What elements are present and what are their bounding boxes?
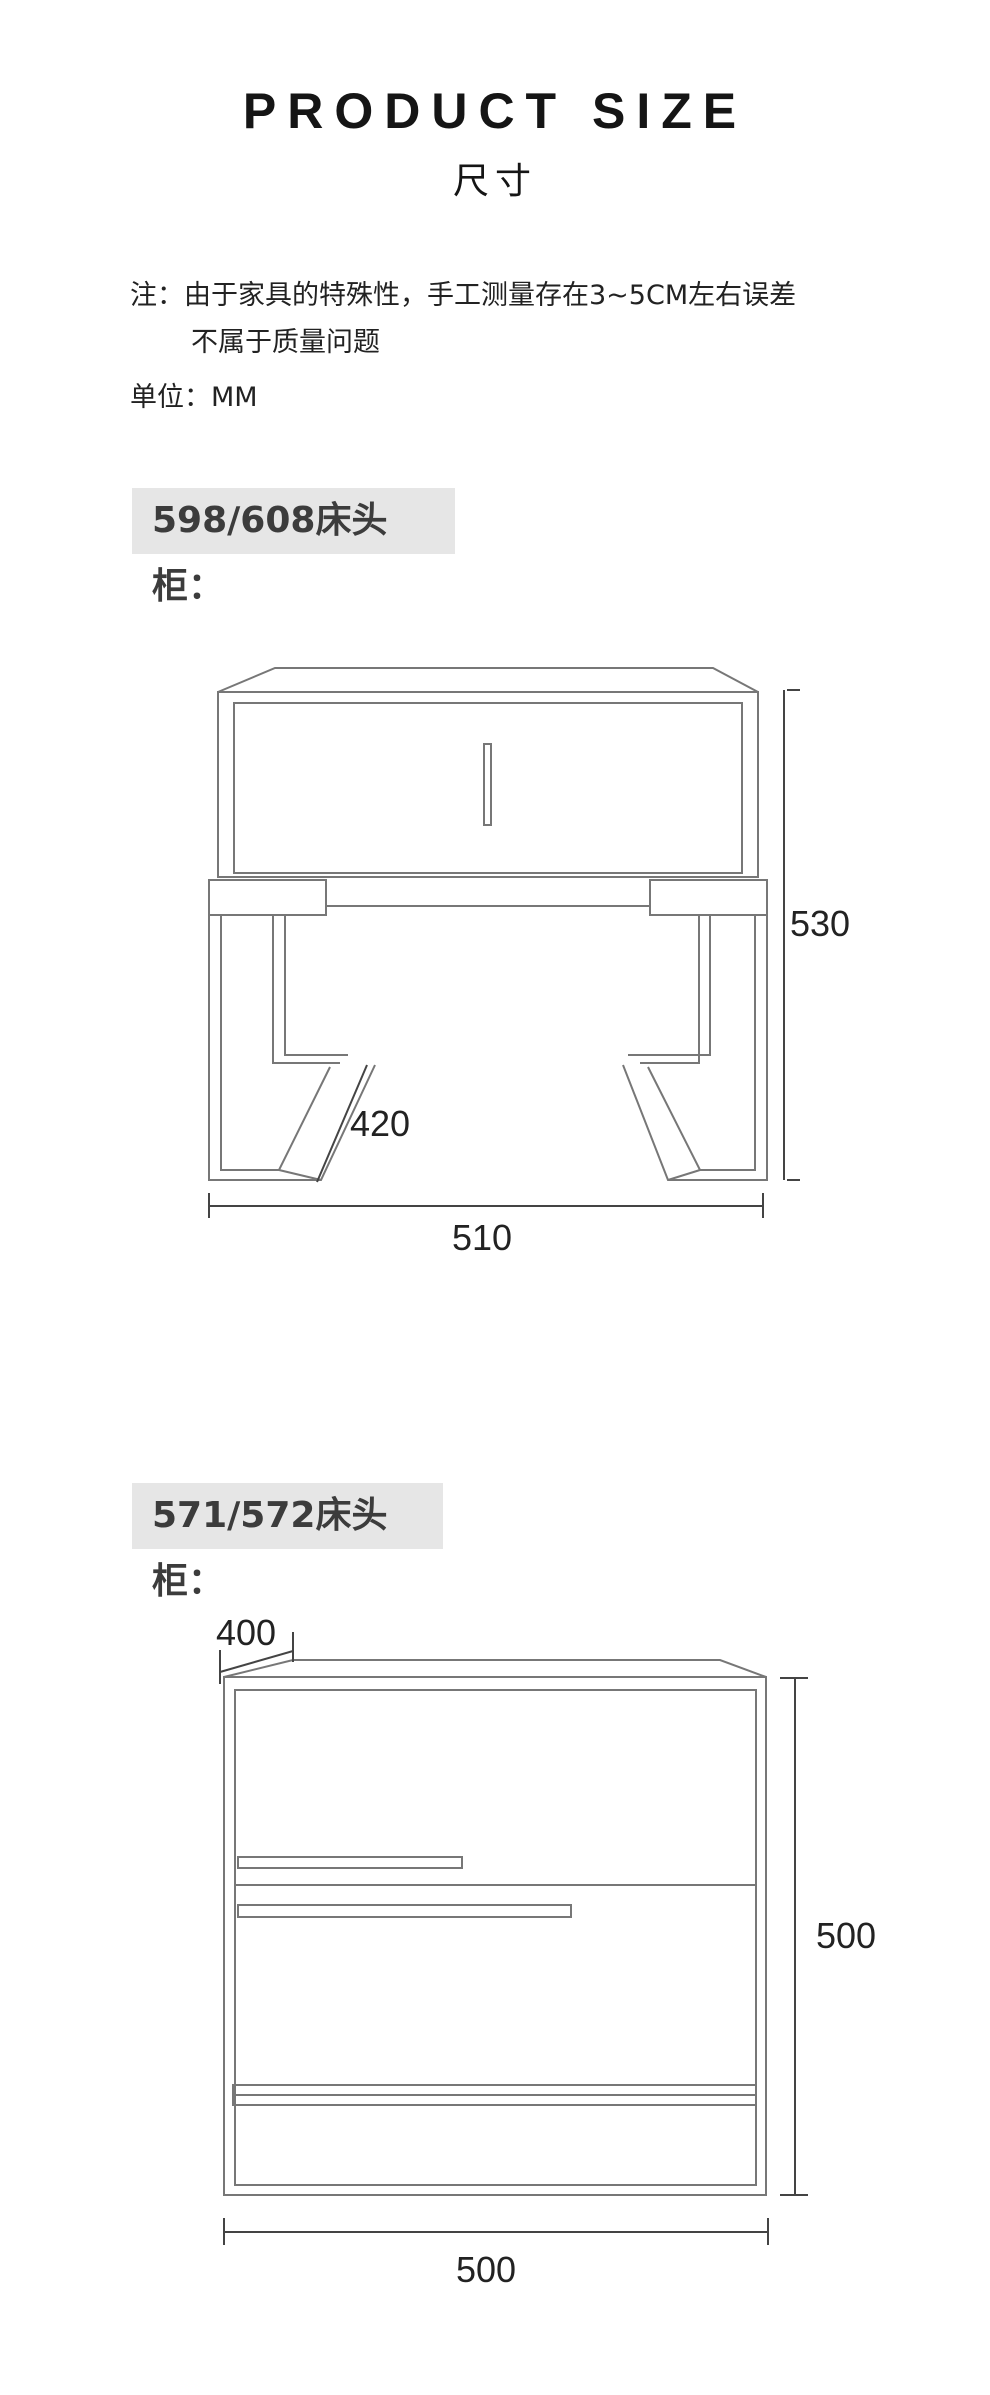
unit-note: 单位：MM <box>130 382 258 413</box>
product-label-571: 571/572床头柜： <box>132 1483 443 1602</box>
dimension-width-510: 510 <box>452 1217 512 1258</box>
dimension-depth-400: 400 <box>216 1612 276 1653</box>
measurement-note: 注：由于家具的特殊性，手工测量存在3~5CM左右误差 不属于质量问题 <box>130 272 796 366</box>
nightstand-571-dimensions <box>219 1632 808 2245</box>
nightstand-571-drawing <box>223 1659 767 2196</box>
dimension-depth-420: 420 <box>350 1103 410 1144</box>
nightstand-598-dimensions <box>208 689 800 1218</box>
dimension-height-500: 500 <box>816 1915 876 1956</box>
dimension-width-500: 500 <box>456 2249 516 2290</box>
product-label-598: 598/608床头柜： <box>132 488 455 607</box>
dimension-height-530: 530 <box>790 903 850 944</box>
note-line-2: 不属于质量问题 <box>191 327 380 358</box>
page-title: PRODUCT SIZE <box>242 83 748 139</box>
note-line-1: 注：由于家具的特殊性，手工测量存在3~5CM左右误差 <box>130 280 797 311</box>
page-subtitle: 尺寸 <box>452 161 537 202</box>
nightstand-598-drawing <box>208 667 768 1181</box>
